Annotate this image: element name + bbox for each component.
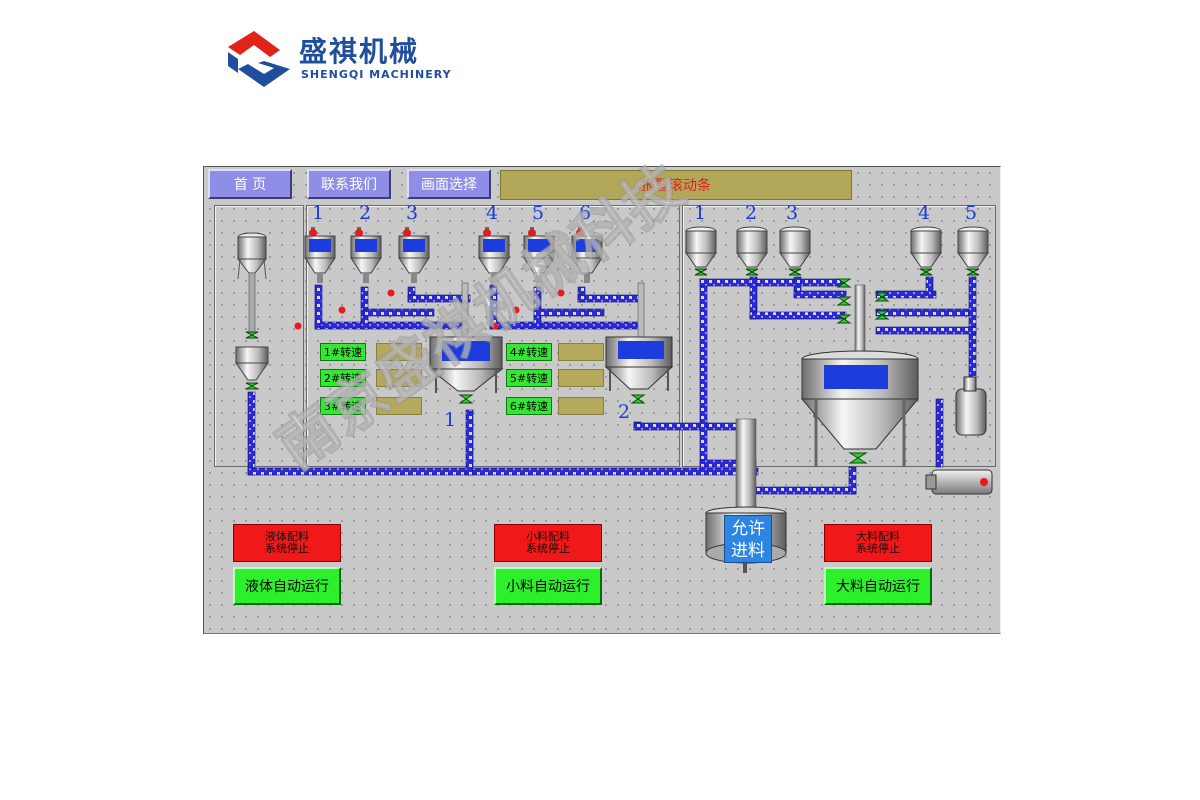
mixer-1 (428, 282, 504, 404)
nav-screen-select-button[interactable]: 画面选择 (407, 169, 491, 199)
speed-value-6 (558, 397, 604, 415)
nav-home-button[interactable]: 首 页 (208, 169, 292, 199)
large-tank-number: 2 (745, 202, 758, 224)
liquid-auto-run-button[interactable]: 液体自动运行 (233, 567, 341, 605)
large-tank-number: 1 (694, 202, 707, 224)
filter-and-motor (925, 376, 993, 495)
process-diagram (235, 226, 993, 573)
liquid-system-status: 液体配料 系统停止 (233, 524, 341, 562)
speed-label-5: 5#转速 (506, 369, 552, 387)
logo-mark-icon (228, 31, 290, 87)
nav-contact-button[interactable]: 联系我们 (307, 169, 391, 199)
speed-value-2 (376, 369, 422, 387)
small-tank-number: 6 (579, 202, 592, 224)
large-tank-number: 5 (965, 202, 978, 224)
small-tanks (294, 227, 603, 330)
speed-label-1: 1#转速 (320, 343, 366, 361)
speed-value-4 (558, 343, 604, 361)
speed-label-2: 2#转速 (320, 369, 366, 387)
large-tanks (685, 226, 989, 324)
large-auto-run-button[interactable]: 大料自动运行 (824, 567, 932, 605)
large-tank-number: 3 (786, 202, 799, 224)
mixer-number: 1 (444, 409, 457, 431)
mixer-2 (604, 282, 674, 404)
logo-english-name: SHENGQI MACHINERY (301, 68, 452, 81)
speed-value-3 (376, 397, 422, 415)
small-tank-number: 1 (312, 202, 325, 224)
alarm-ticker: 报警滚动条 (500, 170, 852, 200)
allow-feed-indicator: 允许 进料 (724, 515, 772, 563)
large-tank-number: 4 (918, 202, 931, 224)
speed-label-4: 4#转速 (506, 343, 552, 361)
small-auto-run-button[interactable]: 小料自动运行 (494, 567, 602, 605)
large-system-status: 大料配料 系统停止 (824, 524, 932, 562)
small-tank-number: 2 (359, 202, 372, 224)
small-section-frame (306, 205, 680, 467)
speed-value-5 (558, 369, 604, 387)
liquid-tank (235, 232, 269, 390)
speed-label-6: 6#转速 (506, 397, 552, 415)
small-system-status: 小料配料 系统停止 (494, 524, 602, 562)
logo-chinese-name: 盛祺机械 (299, 35, 420, 68)
small-tank-number: 3 (406, 202, 419, 224)
liquid-section-frame (214, 205, 304, 467)
company-logo: 盛祺机械 SHENGQI MACHINERY (226, 28, 466, 92)
small-tank-number: 5 (532, 202, 545, 224)
main-mixer (800, 284, 920, 467)
speed-value-1 (376, 343, 422, 361)
large-section-frame (682, 205, 996, 467)
speed-label-3: 3#转速 (320, 397, 366, 415)
mixer-number: 2 (618, 401, 631, 423)
hmi-panel: 首 页 联系我们 画面选择 报警滚动条 1 2 3 4 5 6 1 2 3 4 … (203, 166, 1001, 634)
pipe-network (247, 276, 977, 495)
small-tank-number: 4 (486, 202, 499, 224)
